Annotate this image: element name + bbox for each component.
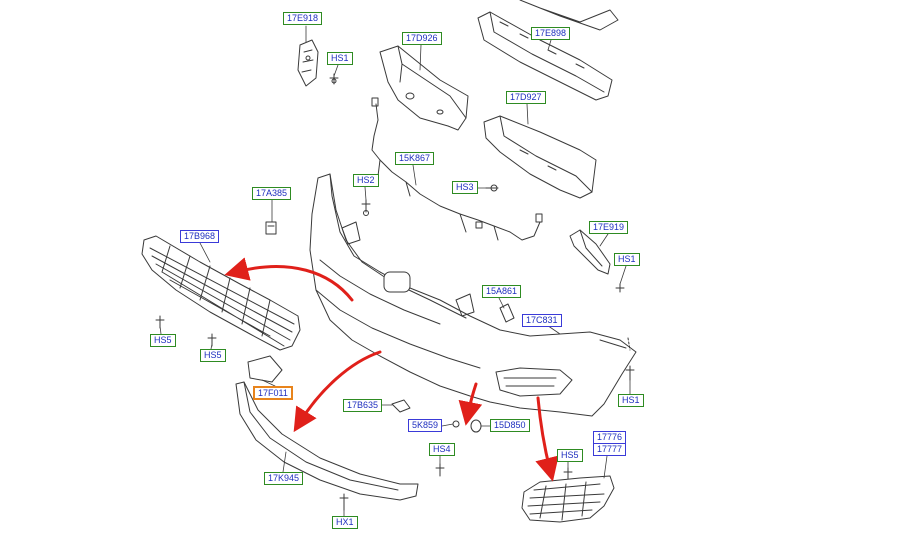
callout-15a861[interactable]: 15A861 xyxy=(482,285,522,298)
bumper-cover-17c831-drawing xyxy=(309,173,637,417)
callout-17k945[interactable]: 17K945 xyxy=(264,472,304,485)
lower-grille-17b968-drawing xyxy=(141,235,301,351)
bolt-hs5-right-drawing xyxy=(563,467,573,481)
callout-17e898[interactable]: 17E898 xyxy=(531,27,571,40)
callout-hs1-bottom-right[interactable]: HS1 xyxy=(618,394,644,407)
callout-stack-fog-bezel: 17776 17777 xyxy=(593,431,627,456)
callout-17c831[interactable]: 17C831 xyxy=(522,314,562,327)
absorber-17d927-drawing xyxy=(483,115,597,199)
callout-17e918[interactable]: 17E918 xyxy=(283,12,323,25)
callout-17e919[interactable]: 17E919 xyxy=(589,221,629,234)
callout-hs2[interactable]: HS2 xyxy=(353,174,379,187)
callout-hs1-top[interactable]: HS1 xyxy=(327,52,353,65)
bolt-hs4-drawing xyxy=(435,463,445,477)
bolt-hs1-bottom-right-drawing xyxy=(625,337,635,381)
callout-17777[interactable]: 17777 xyxy=(593,443,627,456)
clip-17a385-drawing xyxy=(265,221,277,235)
callout-17d927[interactable]: 17D927 xyxy=(506,91,546,104)
arrow-fog-bezel xyxy=(535,396,559,482)
clip-15a861-drawing xyxy=(499,303,515,323)
callout-hs5-left[interactable]: HS5 xyxy=(150,334,176,347)
callout-hx1[interactable]: HX1 xyxy=(332,516,358,529)
absorber-17d926-drawing xyxy=(379,45,469,131)
bolt-hs3-drawing xyxy=(485,184,499,192)
sensor-17b635-drawing xyxy=(391,399,411,413)
arrow-sensor xyxy=(458,382,483,426)
bolt-hx1-drawing xyxy=(339,493,349,511)
callout-hs5-right[interactable]: HS5 xyxy=(557,449,583,462)
callout-17f011[interactable]: 17F011 xyxy=(253,386,293,400)
clip-5k859-drawing xyxy=(452,420,460,428)
bolt-hs2-drawing xyxy=(361,199,371,216)
callout-hs5-mid[interactable]: HS5 xyxy=(200,349,226,362)
leader-lines xyxy=(159,25,631,517)
arrow-grille xyxy=(224,257,354,302)
callout-hs1-right[interactable]: HS1 xyxy=(614,253,640,266)
callout-17a385[interactable]: 17A385 xyxy=(252,187,292,200)
callout-hs4[interactable]: HS4 xyxy=(429,443,455,456)
fog-lamp-bezel-drawing xyxy=(521,475,615,523)
beam-17e898-drawing xyxy=(477,0,619,101)
callout-5k859[interactable]: 5K859 xyxy=(408,419,443,432)
bracket-17e918-drawing xyxy=(297,39,339,87)
callout-17b635[interactable]: 17B635 xyxy=(343,399,383,412)
wiring-harness-15k867-drawing xyxy=(371,97,543,241)
callout-15k867[interactable]: 15K867 xyxy=(395,152,435,165)
callout-15d850[interactable]: 15D850 xyxy=(490,419,530,432)
callout-17b968[interactable]: 17B968 xyxy=(180,230,220,243)
sensor-15d850-drawing xyxy=(470,419,482,433)
lower-spoiler-17k945-drawing xyxy=(235,381,419,501)
callout-hs3[interactable]: HS3 xyxy=(452,181,478,194)
direction-arrows xyxy=(224,257,559,482)
cover-17f011-drawing xyxy=(247,355,283,383)
arrow-spoiler xyxy=(293,350,382,433)
callout-17d926[interactable]: 17D926 xyxy=(402,32,442,45)
bracket-17e919-drawing xyxy=(569,229,625,293)
